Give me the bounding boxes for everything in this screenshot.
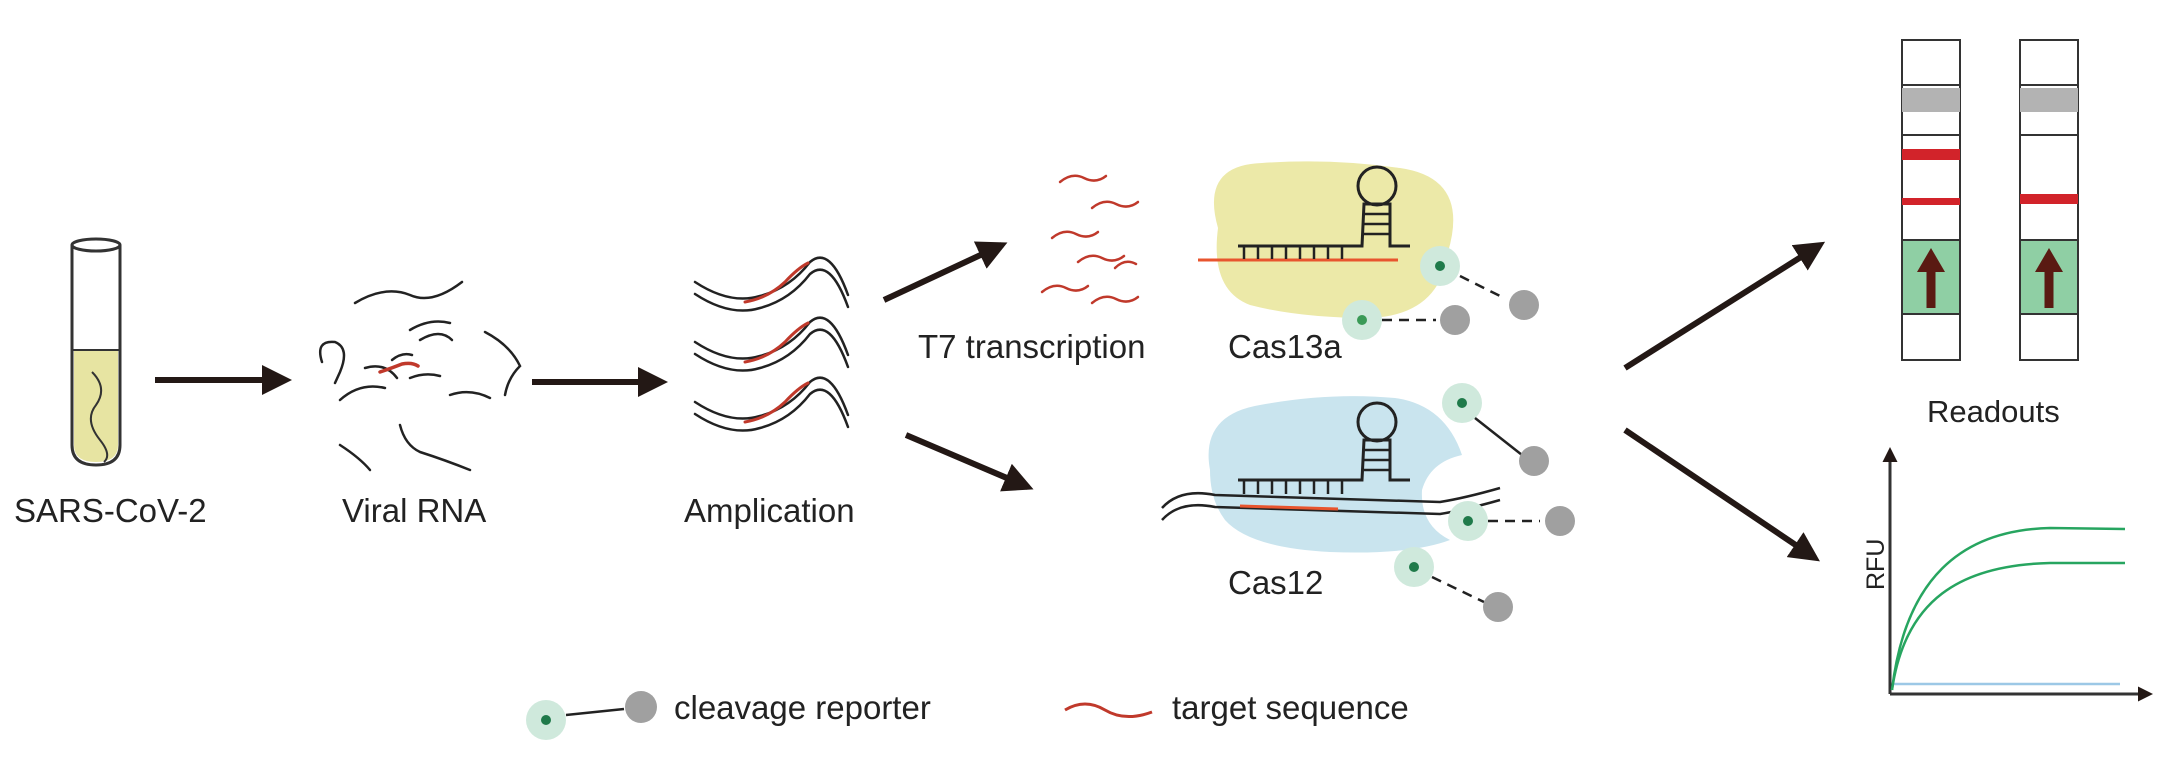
amplication-label: Amplication [684, 492, 855, 529]
cas13a-protein [1213, 161, 1454, 318]
arrow-to-curve [1623, 427, 1820, 562]
legend-target [1064, 702, 1153, 718]
quencher-c12-1 [1519, 446, 1549, 476]
lateral-flow-strip-2 [2019, 39, 2079, 361]
amplification-strands [693, 256, 850, 432]
signal-curve-high [1890, 526, 2126, 691]
cas13a-label: Cas13a [1228, 328, 1342, 365]
viral-rna-target [378, 361, 420, 374]
quencher-c12-2 [1545, 506, 1575, 536]
cas12-complex [1161, 383, 1575, 622]
test-tube [70, 237, 122, 467]
quencher-c13-1 [1509, 290, 1539, 320]
cas12-label: Cas12 [1228, 564, 1323, 601]
legend-reporter [526, 691, 657, 740]
arrow-to-strips [1623, 241, 1826, 371]
arrow-to-t7 [882, 241, 1008, 303]
t7-transcription-label: T7 transcription [918, 328, 1145, 365]
viral-rna-label: Viral RNA [342, 492, 486, 529]
readouts-label: Readouts [1927, 394, 2060, 429]
quencher-c12-3 [1483, 592, 1513, 622]
sars-label: SARS-CoV-2 [14, 492, 207, 529]
legend-reporter-label: cleavage reporter [674, 689, 931, 726]
arrow-to-cas12 [904, 432, 1034, 492]
cas12-protein [1208, 396, 1462, 553]
cas13a-complex [1198, 161, 1539, 340]
legend-target-label: target sequence [1172, 689, 1409, 726]
fluorescence-plot [1882, 447, 2153, 702]
signal-curve-low [1890, 561, 2125, 691]
viral-rna-fragments [318, 280, 522, 472]
lateral-flow-strip-1 [1901, 39, 1961, 361]
rfu-axis-label: RFU [1862, 539, 1890, 590]
quencher-c13-2 [1440, 305, 1470, 335]
transcribed-rna-copies [1040, 174, 1140, 305]
